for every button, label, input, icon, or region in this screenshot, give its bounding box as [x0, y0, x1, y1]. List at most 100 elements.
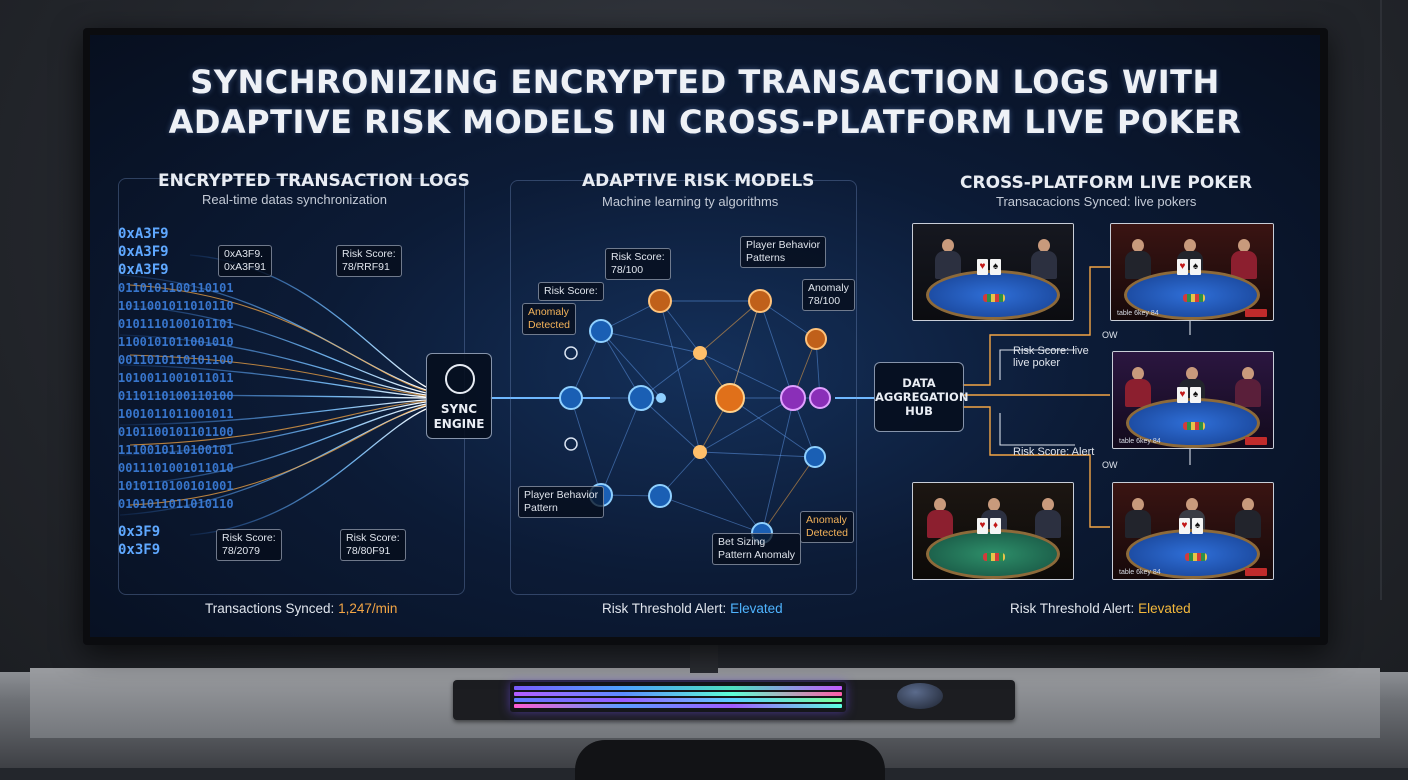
network-node	[715, 383, 745, 413]
key-row	[514, 686, 842, 690]
encrypted-logs-subtitle: Real-time datas synchronization	[202, 192, 387, 207]
risk-score-tag-center-top: Risk Score: 78/100	[605, 248, 671, 280]
poker-stream-feed[interactable]: ♥ ♦	[912, 482, 1074, 580]
network-node	[809, 387, 831, 409]
network-node	[780, 385, 806, 411]
poker-stream-feed[interactable]: ♥ ♠ table 6key 84	[1112, 351, 1274, 449]
svg-text:1100101011001010: 1100101011001010	[118, 335, 234, 349]
hex-row: 0xA3F9	[118, 226, 169, 242]
chips-icon	[1185, 553, 1207, 562]
feed-overlay-text: table 6key 84	[1119, 438, 1161, 445]
player-figure	[1231, 239, 1257, 280]
network-node	[693, 346, 707, 360]
poker-stream-feed[interactable]: ♥ ♠	[912, 223, 1074, 321]
player-figure	[1125, 498, 1151, 539]
binary-matrix: 0110101100110101 1011001011010110 010111…	[118, 281, 234, 511]
transactions-synced-footer: Transactions Synced: 1,247/min	[205, 601, 398, 616]
ow-label-top: OW	[1102, 330, 1118, 340]
playing-card-icon: ♥	[977, 258, 988, 275]
bet-sizing-tag: Bet Sizing Pattern Anomaly	[712, 533, 802, 565]
gear-icon	[445, 364, 475, 394]
playing-card-icon: ♠	[1192, 517, 1203, 534]
chips-icon	[983, 294, 1005, 303]
hex-row: 0xA3F9	[118, 262, 169, 278]
playing-card-icon: ♠	[1190, 258, 1201, 275]
playing-card-icon: ♥	[1179, 517, 1190, 534]
mouse[interactable]	[897, 683, 943, 709]
live-badge	[1245, 568, 1267, 576]
svg-text:0101011011010110: 0101011011010110	[118, 497, 234, 511]
svg-text:0101100101101100: 0101100101101100	[118, 425, 234, 439]
monitor-screen: SYNCHRONIZING ENCRYPTED TRANSACTION LOGS…	[90, 35, 1320, 637]
playing-card-icon: ♠	[1190, 386, 1201, 403]
svg-text:1010011001011011: 1010011001011011	[118, 371, 234, 385]
player-figure	[1125, 239, 1151, 280]
orange-stream	[129, 284, 427, 506]
svg-text:0011101001011010: 0011101001011010	[118, 461, 234, 475]
risk-models-panel	[510, 180, 857, 595]
hex-row: 0x3F9	[118, 542, 161, 558]
risk-score-tag-bottom-left: Risk Score: 78/2079	[216, 529, 282, 561]
main-title-line-2: ADAPTIVE RISK MODELS IN CROSS-PLATFORM L…	[168, 103, 1242, 141]
network-node	[804, 446, 826, 468]
network-node	[648, 484, 672, 508]
network-node	[628, 385, 654, 411]
keyboard[interactable]	[510, 682, 846, 712]
chips-icon	[1183, 294, 1205, 303]
network-node	[748, 289, 772, 313]
network-node	[805, 328, 827, 350]
network-node	[589, 319, 613, 343]
live-poker-title: CROSS-PLATFORM LIVE POKER	[960, 173, 1253, 193]
chair-back	[575, 740, 885, 780]
hex-row: 0x3F9	[118, 524, 161, 540]
risk-models-subtitle: Machine learning ty algorithms	[602, 194, 779, 209]
live-poker-subtitle: Transacacions Synced: live pokers	[996, 194, 1197, 209]
risk-score-alert-label: Risk Score: Alert	[1013, 446, 1095, 458]
player-figure	[927, 498, 953, 539]
network-node	[693, 445, 707, 459]
svg-text:1011001011010110: 1011001011010110	[118, 299, 234, 313]
risk-score-tag-top: Risk Score: 78/RRF91	[336, 245, 402, 277]
network-node	[564, 346, 578, 360]
live-badge	[1245, 437, 1267, 445]
network-node	[656, 393, 666, 403]
main-title-line-1: SYNCHRONIZING ENCRYPTED TRANSACTION LOGS…	[190, 63, 1220, 101]
player-figure	[1035, 498, 1061, 539]
monitor-stand	[690, 643, 718, 673]
anomaly-detected-tag-left: Anomaly Detected	[522, 303, 577, 335]
ow-label-bottom: OW	[1102, 460, 1118, 470]
player-behavior-tag-top: Player Behavior Patterns	[740, 236, 827, 268]
risk-threshold-footer-right: Risk Threshold Alert: Elevated	[1010, 601, 1191, 616]
poker-stream-feed[interactable]: ♥ ♠ table 6key 84	[1110, 223, 1274, 321]
hex-tag: 0xA3F9. 0xA3F91	[218, 245, 273, 277]
network-node	[648, 289, 672, 313]
svg-text:0011010110101100: 0011010110101100	[118, 353, 234, 367]
player-figure	[1235, 498, 1261, 539]
left-stream	[119, 254, 427, 536]
wall-edge	[1380, 0, 1382, 600]
key-row	[514, 698, 842, 702]
network-node	[564, 437, 578, 451]
svg-text:0110110100110100: 0110110100110100	[118, 389, 234, 403]
player-figure	[1125, 367, 1151, 408]
live-badge	[1245, 309, 1267, 317]
network-node	[559, 386, 583, 410]
risk-models-title: ADAPTIVE RISK MODELS	[582, 171, 815, 191]
feed-overlay-text: table 6key 84	[1119, 569, 1161, 576]
flow-lines	[119, 254, 1191, 536]
risk-score-tag-left: Risk Score:	[538, 282, 604, 301]
svg-text:1010110100101001: 1010110100101001	[118, 479, 234, 493]
svg-text:0110101100110101: 0110101100110101	[118, 281, 234, 295]
playing-card-icon: ♥	[977, 517, 988, 534]
encrypted-logs-title: ENCRYPTED TRANSACTION LOGS	[158, 171, 470, 191]
dealer-figure	[935, 239, 961, 280]
anomaly-tag-right: Anomaly 78/100	[802, 279, 855, 311]
playing-card-icon: ♥	[1177, 386, 1188, 403]
poker-stream-feed[interactable]: ♥ ♠ table 6key 84	[1112, 482, 1274, 580]
player-figure	[1235, 367, 1261, 408]
chips-icon	[983, 553, 1005, 562]
hex-row: 0xA3F9	[118, 244, 169, 260]
data-aggregation-hub[interactable]: DATA AGGREGATION HUB	[874, 362, 968, 432]
sync-engine-box[interactable]: SYNC ENGINE	[426, 353, 492, 439]
key-row	[514, 692, 842, 696]
